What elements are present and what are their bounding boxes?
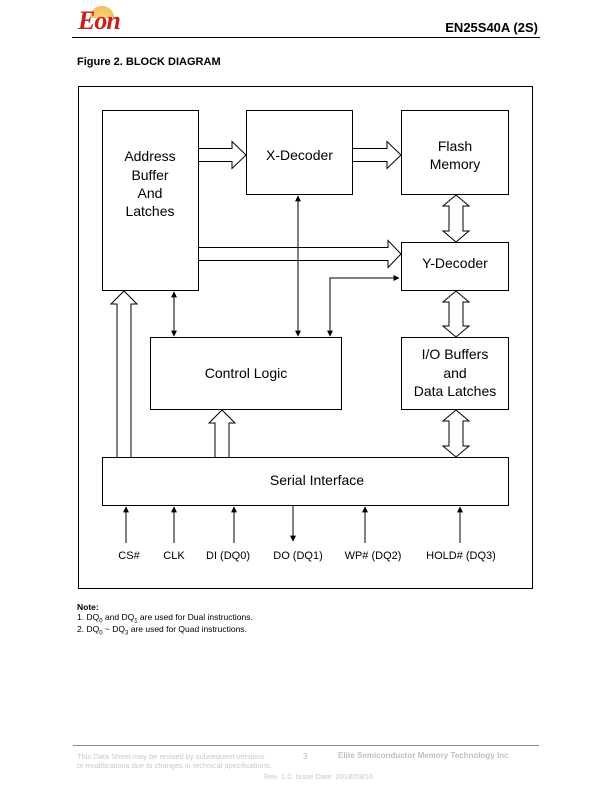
bus-arrow-io-serial — [441, 409, 471, 458]
note-2: 2. DQ0 ~ DQ3 are used for Quad instructi… — [77, 624, 247, 637]
address-buffer-label-2: Buffer — [131, 167, 168, 183]
control-logic-block — [150, 337, 342, 410]
serial-interface-block — [102, 457, 509, 506]
bus-arrow-ydec-io — [441, 290, 471, 338]
footer-disclaimer: This Data Sheet may be revised by subseq… — [77, 752, 307, 770]
signal-label-do: DO (DQ1) — [273, 550, 323, 562]
address-buffer-block — [102, 110, 199, 291]
bus-arrow-flash-ydec — [441, 194, 471, 243]
footer-revision: Rev. 1.0, Issue Date: 2018/03/16 — [264, 772, 374, 781]
bus-arrow-serial-to-addr — [109, 290, 139, 457]
signal-label-cs: CS# — [118, 550, 140, 562]
figure-caption: Figure 2. BLOCK DIAGRAM — [77, 56, 221, 68]
footer-disclaimer-line-1: This Data Sheet may be revised by subseq… — [77, 752, 265, 761]
note-heading: Note: — [77, 602, 99, 612]
footer-divider — [73, 745, 539, 746]
x-decoder-label: X-Decoder — [266, 147, 333, 163]
signal-label-di: DI (DQ0) — [206, 550, 250, 562]
y-decoder-label: Y-Decoder — [422, 255, 488, 271]
note-1: 1. DQ0 and DQ1 are used for Dual instruc… — [77, 612, 253, 625]
diagram-frame — [78, 86, 533, 589]
bus-arrow-addr-to-ydec — [199, 239, 402, 269]
signal-label-wp: WP# (DQ2) — [345, 550, 402, 562]
bus-arrow-xdec-to-flash — [353, 140, 402, 170]
page-number: 3 — [303, 752, 308, 761]
company-logo: Eon — [78, 6, 121, 35]
serial-interface-label: Serial Interface — [270, 472, 364, 488]
io-buffers-label-3: Data Latches — [414, 383, 497, 399]
x-decoder-block — [246, 110, 353, 195]
io-buffers-label-2: and — [443, 365, 466, 381]
signal-label-hold: HOLD# (DQ3) — [426, 550, 496, 562]
flash-memory-block — [401, 110, 509, 195]
address-buffer-label-4: Latches — [125, 203, 174, 219]
logo-sun-icon — [88, 4, 116, 18]
signal-label-clk: CLK — [163, 550, 185, 562]
line-control-ydec — [327, 275, 400, 337]
flash-memory-label-1: Flash — [438, 138, 472, 154]
flash-memory-label-2: Memory — [430, 156, 481, 172]
footer-disclaimer-line-2: or modifications due to changes in techn… — [77, 761, 272, 770]
bus-arrow-addr-to-xdec — [199, 140, 247, 170]
io-buffers-block — [401, 337, 509, 410]
footer-company: Elite Semiconductor Memory Technology In… — [338, 751, 509, 760]
y-decoder-block — [401, 242, 509, 291]
io-buffers-label-1: I/O Buffers — [422, 346, 489, 362]
address-buffer-label-3: And — [138, 185, 163, 201]
address-buffer-label-1: Address — [124, 148, 175, 164]
bus-arrow-serial-to-control — [207, 409, 237, 457]
document-title: EN25S40A (2S) — [445, 20, 538, 35]
header-divider — [72, 37, 540, 38]
control-logic-label: Control Logic — [205, 365, 288, 381]
